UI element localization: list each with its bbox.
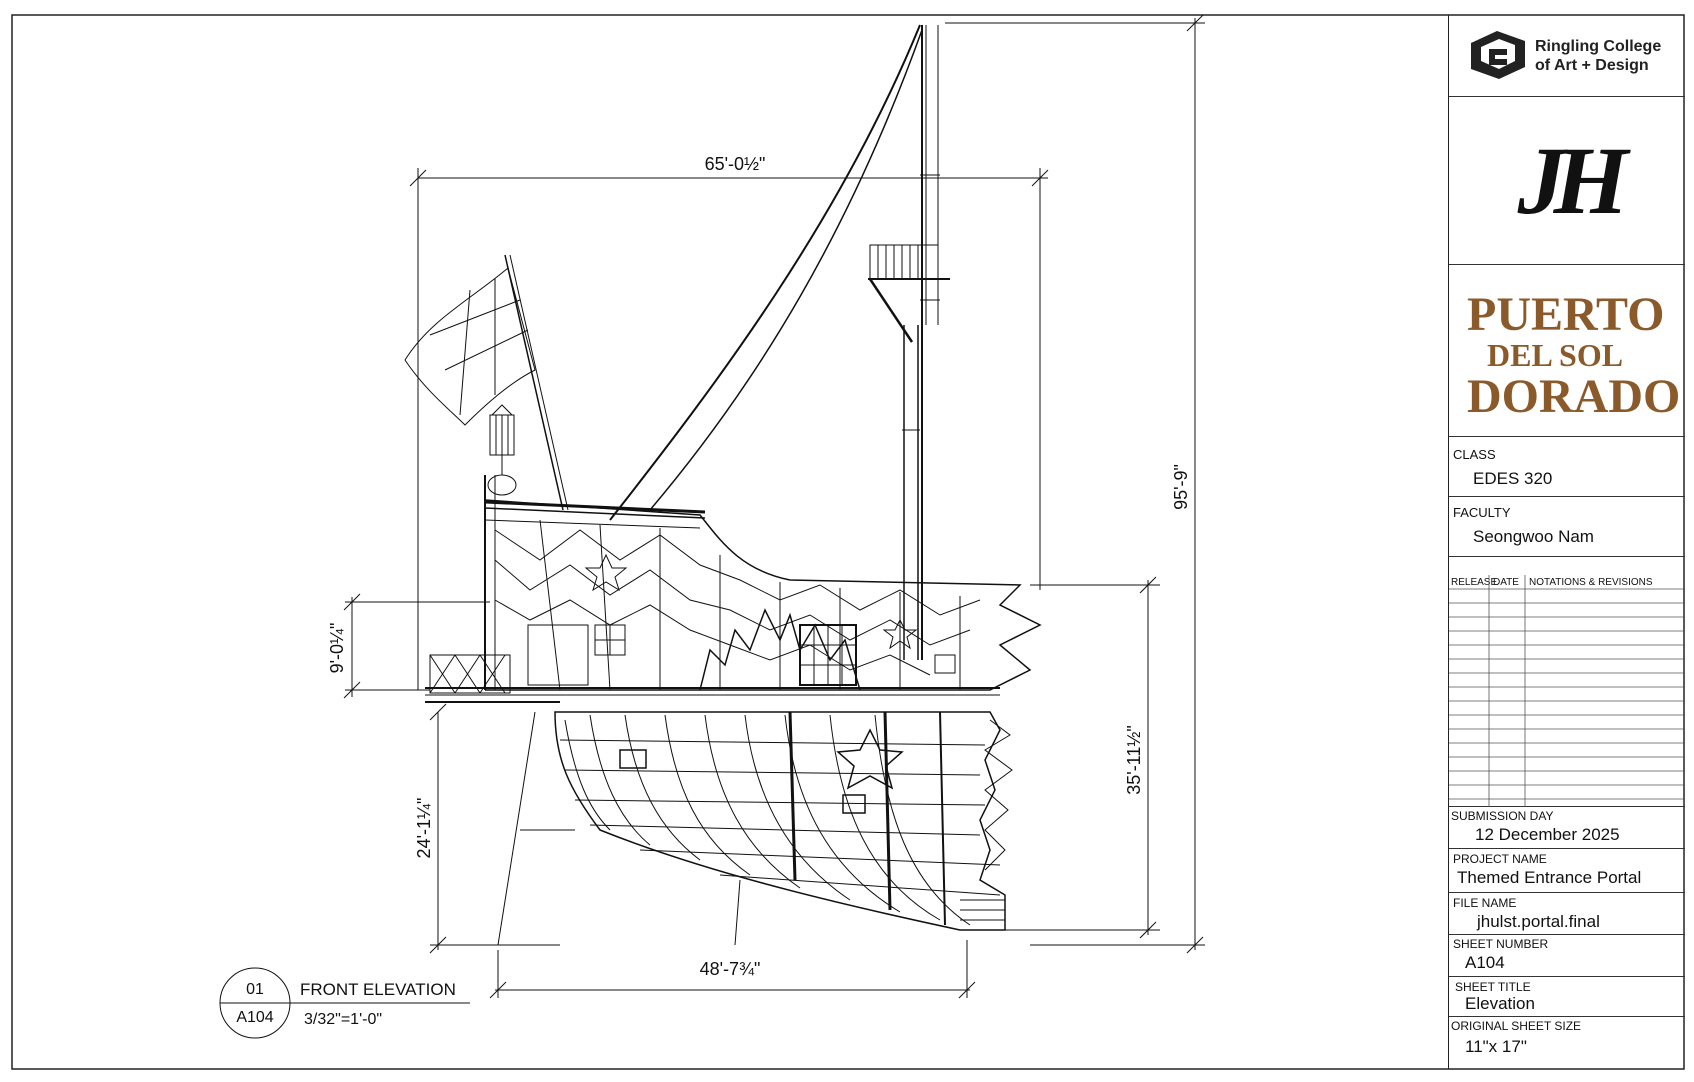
- sheet-border: [11, 14, 1685, 1070]
- ship-wireframe: [404, 24, 1042, 931]
- project-name-value: Themed Entrance Portal: [1457, 868, 1642, 887]
- dim-bottom-width: 48'-7¾": [700, 959, 761, 979]
- dim-deck-height: 9'-0¼": [327, 623, 347, 674]
- submission-cell: SUBMISSION DAY 12 December 2025: [1449, 807, 1685, 849]
- sheet-size-cell: ORIGINAL SHEET SIZE 11"x 17": [1449, 1017, 1685, 1069]
- monogram-cell: JH: [1449, 97, 1685, 265]
- rev-notes-header: NOTATIONS & REVISIONS: [1529, 577, 1653, 588]
- detail-number: 01: [246, 981, 264, 998]
- sheet-title-value: Elevation: [1465, 994, 1535, 1013]
- submission-label: SUBMISSION DAY: [1451, 809, 1554, 823]
- sheet-number-label: SHEET NUMBER: [1453, 937, 1549, 951]
- detail-scale: 3/32"=1'-0": [304, 1011, 382, 1028]
- monogram-logo: JH: [1517, 127, 1629, 234]
- project-name-cell: PROJECT NAME Themed Entrance Portal: [1449, 849, 1685, 893]
- dim-total-height: 95'-9": [1171, 464, 1191, 510]
- project-logo-line3: DORADO: [1467, 370, 1681, 423]
- school-name: Ringling College of Art + Design: [1535, 37, 1661, 75]
- file-name-cell: FILE NAME jhulst.portal.final: [1449, 893, 1685, 935]
- sheet-number-cell: SHEET NUMBER A104: [1449, 935, 1685, 977]
- sheet-number-value: A104: [1465, 953, 1505, 972]
- dimension-lines: [343, 14, 1205, 999]
- detail-tag: 01 A104 FRONT ELEVATION 3/32"=1'-0": [219, 967, 470, 1039]
- rev-date-header: DATE: [1493, 577, 1519, 588]
- revisions-grid: [1449, 575, 1685, 807]
- faculty-label: FACULTY: [1453, 505, 1511, 520]
- rev-release-header: RELEASE: [1451, 577, 1498, 588]
- sheet-title-label: SHEET TITLE: [1455, 980, 1531, 994]
- file-name-label: FILE NAME: [1453, 896, 1517, 910]
- project-name-label: PROJECT NAME: [1453, 852, 1547, 866]
- faculty-cell: FACULTY Seongwoo Nam: [1449, 497, 1685, 557]
- project-logo-line2: DEL SOL: [1487, 337, 1624, 373]
- submission-value: 12 December 2025: [1475, 825, 1620, 844]
- faculty-value: Seongwoo Nam: [1473, 527, 1594, 546]
- detail-sheet: A104: [236, 1009, 273, 1026]
- project-logo-line1: PUERTO: [1467, 288, 1665, 341]
- detail-title: FRONT ELEVATION: [300, 980, 456, 999]
- school-logo-icon: [1471, 31, 1525, 79]
- dim-hull-height: 24'-1¼": [414, 798, 434, 859]
- dim-right-height: 35'-11½": [1124, 725, 1144, 795]
- title-block: Ringling College of Art + Design JH PUER…: [1448, 15, 1685, 1069]
- class-cell: CLASS EDES 320: [1449, 437, 1685, 497]
- class-value: EDES 320: [1473, 469, 1553, 488]
- dim-top-width: 65'-0½": [705, 154, 766, 174]
- revisions-table: RELEASE DATE NOTATIONS & REVISIONS: [1449, 557, 1685, 807]
- project-logo-cell: PUERTO DEL SOL DORADO: [1449, 265, 1685, 437]
- school-logo-cell: Ringling College of Art + Design: [1449, 15, 1685, 97]
- class-label: CLASS: [1453, 447, 1496, 462]
- sheet-size-value: 11"x 17": [1465, 1037, 1527, 1056]
- file-name-value: jhulst.portal.final: [1477, 912, 1600, 931]
- sheet-size-label: ORIGINAL SHEET SIZE: [1451, 1019, 1582, 1033]
- school-name-line2: of Art + Design: [1535, 57, 1649, 74]
- school-name-line1: Ringling College: [1535, 38, 1662, 55]
- sheet-title-cell: SHEET TITLE Elevation: [1449, 977, 1685, 1017]
